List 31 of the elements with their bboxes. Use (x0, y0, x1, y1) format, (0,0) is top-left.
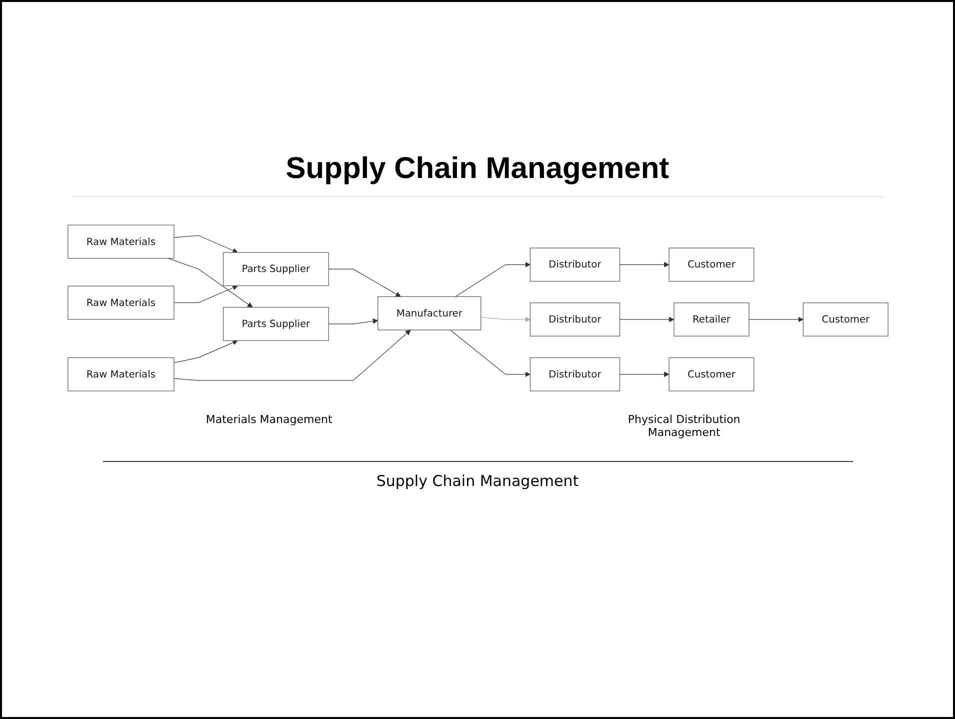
node-box: Distributor (529, 302, 620, 336)
arrow (328, 318, 378, 324)
arrow (173, 285, 238, 303)
arrow (167, 258, 252, 308)
node-box: Customer (668, 357, 754, 392)
node-box: Distributor (529, 357, 620, 392)
node-box: Raw Materials (67, 224, 174, 259)
node-box: Manufacturer (377, 296, 481, 330)
node-box: Customer (668, 248, 754, 282)
arrow (618, 262, 669, 268)
node-box: Distributor (529, 248, 620, 282)
node-box: Customer (802, 302, 888, 336)
node-box: Parts Supplier (222, 252, 328, 286)
node-box: Raw Materials (67, 357, 174, 392)
arrow (173, 235, 238, 253)
arrow (480, 316, 530, 322)
title: Supply Chain Management (286, 152, 670, 186)
arrow (618, 316, 674, 322)
arrow (173, 330, 410, 381)
arrow (449, 330, 530, 378)
section-label: Materials Management (206, 413, 332, 428)
arrow (328, 268, 400, 297)
arrow (748, 316, 803, 322)
arrow (618, 372, 669, 378)
arrow (454, 262, 530, 297)
node-box: Raw Materials (67, 286, 174, 320)
axis-caption: Supply Chain Management (376, 472, 579, 490)
node-box: Parts Supplier (222, 307, 328, 341)
node-box: Retailer (673, 302, 749, 336)
section-label: Physical Distribution Management (626, 413, 742, 439)
arrow (173, 340, 238, 364)
